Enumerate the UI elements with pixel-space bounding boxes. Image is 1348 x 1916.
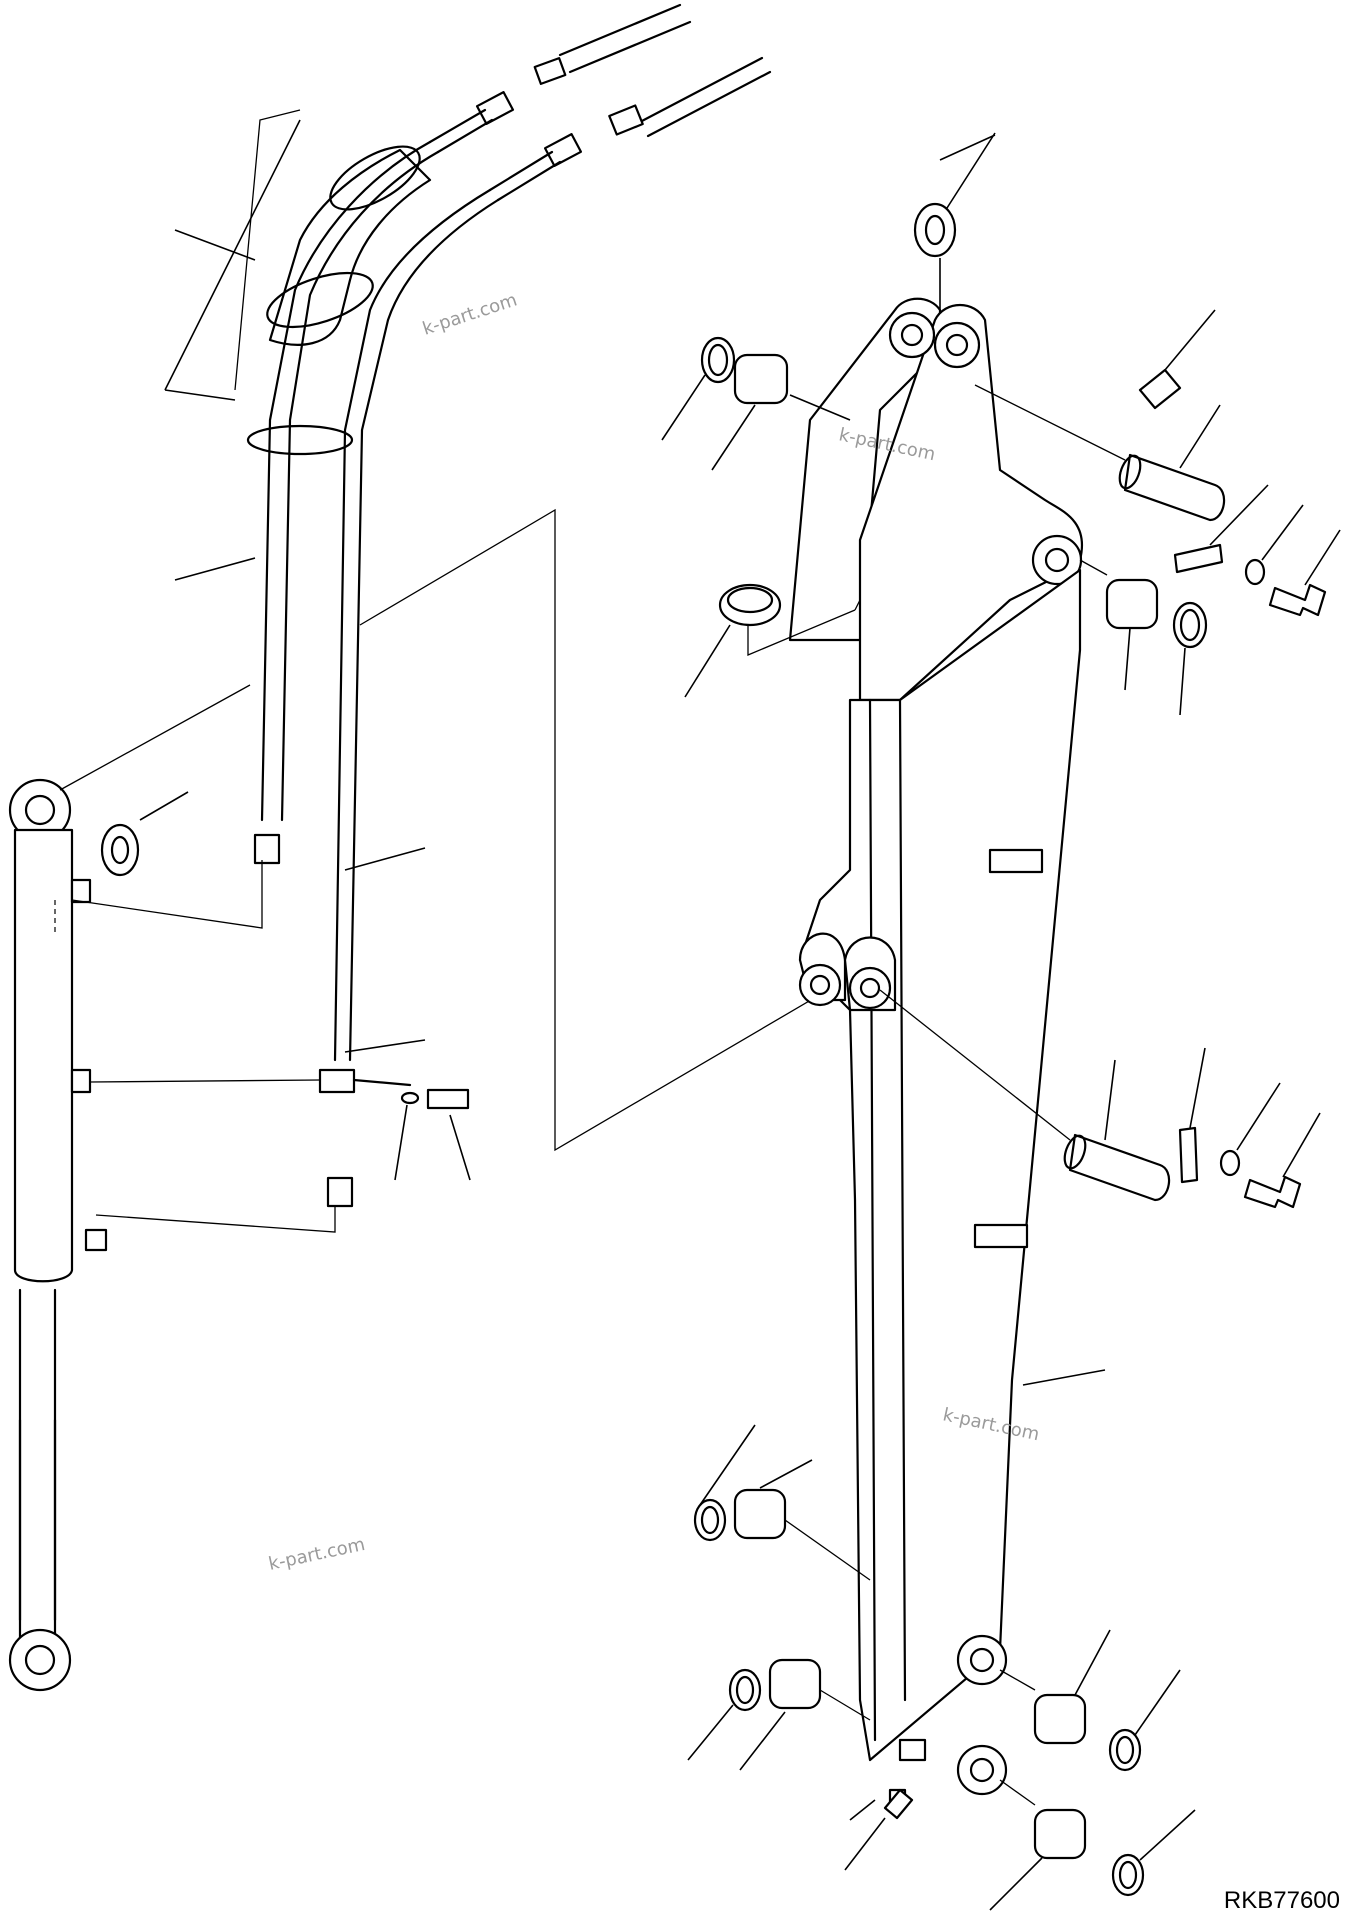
pins-bushings-seals [662, 133, 1340, 1910]
watermark-text: k-part.com [267, 1534, 367, 1575]
watermark-text: k-part.com [420, 289, 520, 339]
drawing-code: RKB77600 [1224, 1887, 1340, 1914]
hose-assembly [165, 5, 845, 1206]
boom-cylinder [10, 685, 335, 1690]
boom-structure [790, 135, 1105, 1820]
